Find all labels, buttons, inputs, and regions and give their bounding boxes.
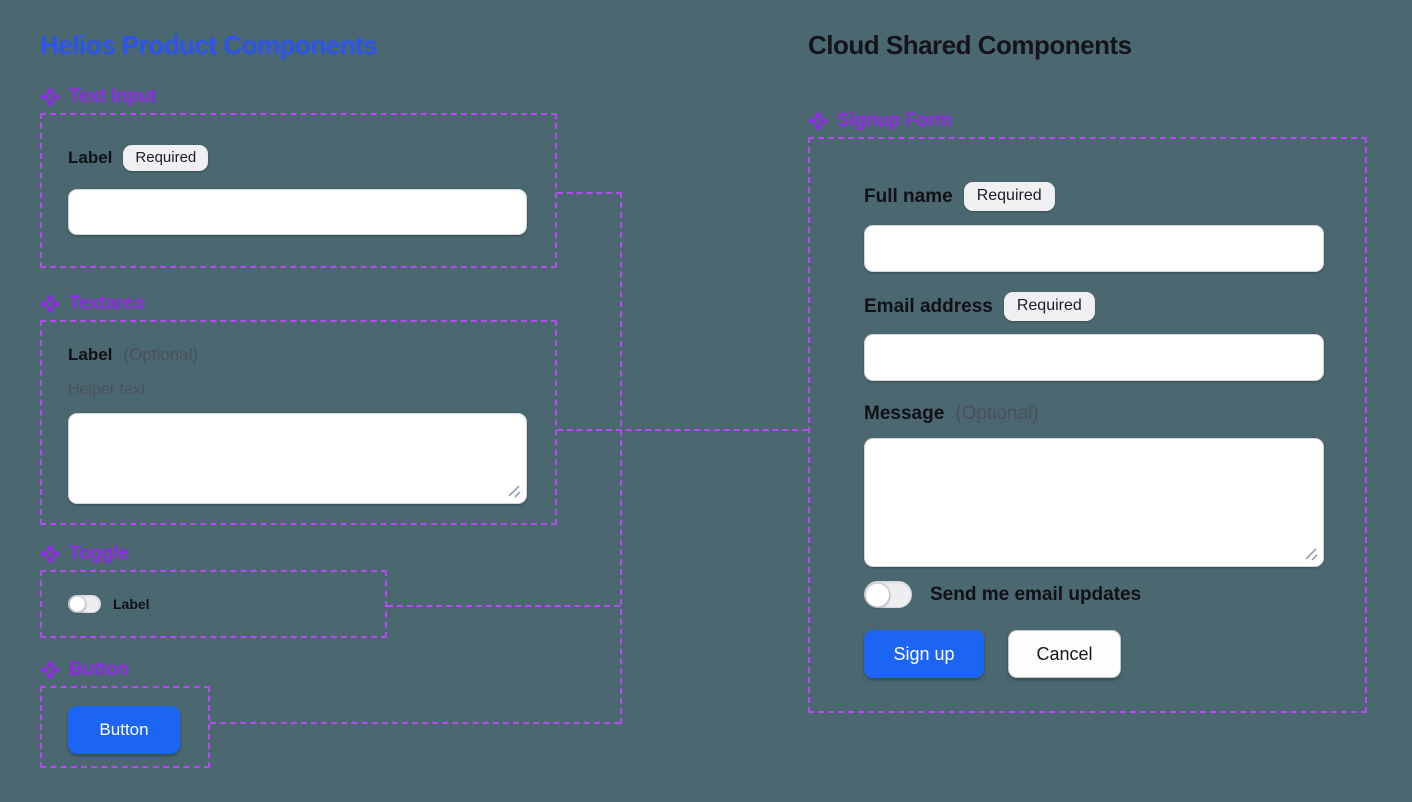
- component-header-label: Textarea: [69, 293, 145, 314]
- optional-hint: (Optional): [123, 345, 199, 364]
- field-label-row: Label Required: [68, 145, 209, 171]
- component-header-label: Button: [69, 659, 129, 680]
- field-label: Label: [68, 345, 113, 364]
- field-label: Label: [68, 148, 113, 167]
- sign-up-button[interactable]: Sign up: [864, 630, 984, 678]
- email-updates-label: Send me email updates: [930, 583, 1142, 605]
- right-page-title: Cloud Shared Components: [808, 30, 1132, 60]
- component-header-label: Signup Form: [837, 110, 952, 131]
- helper-text: Helper text: [68, 381, 146, 398]
- message-label: Message: [864, 403, 945, 424]
- component-header-signup-form: Signup Form: [808, 110, 952, 132]
- resize-grip-icon[interactable]: [507, 484, 522, 499]
- message-textarea[interactable]: [864, 438, 1324, 567]
- component-header-button: Button: [40, 659, 129, 681]
- email-updates-toggle[interactable]: [864, 581, 912, 608]
- component-header-textarea: Textarea: [40, 293, 144, 315]
- full-name-label: Full name: [864, 185, 953, 207]
- email-label-row: Email address Required: [864, 292, 1095, 321]
- cancel-button[interactable]: Cancel: [1008, 630, 1121, 678]
- toggle-label: Label: [113, 596, 150, 612]
- left-page-title: Helios Product Components: [40, 30, 378, 60]
- component-icon: [40, 87, 60, 107]
- message-label-row: Message (Optional): [864, 403, 1039, 425]
- textarea-component-frame: Label (Optional) Helper text: [40, 320, 557, 525]
- full-name-label-row: Full name Required: [864, 182, 1055, 211]
- component-icon: [808, 111, 828, 131]
- field-label-row: Label (Optional): [68, 345, 198, 365]
- component-header-label: Toggle: [69, 543, 129, 564]
- resize-grip-icon[interactable]: [1304, 547, 1319, 562]
- component-header-text-input: Text Input: [40, 86, 157, 108]
- text-input-component-frame: Label Required: [40, 113, 557, 268]
- component-icon: [40, 294, 60, 314]
- required-badge: Required: [123, 145, 209, 171]
- toggle-switch[interactable]: [68, 595, 101, 613]
- connector-button: [210, 722, 620, 724]
- toggle-component-frame: Label: [40, 570, 387, 638]
- connector-textarea-to-form: [557, 429, 808, 431]
- connector-text-input: [557, 192, 622, 194]
- connector-toggle: [387, 605, 620, 607]
- email-label: Email address: [864, 295, 993, 317]
- email-input[interactable]: [864, 334, 1324, 381]
- text-input-field[interactable]: [68, 189, 527, 235]
- required-badge: Required: [1003, 292, 1095, 321]
- textarea-field[interactable]: [68, 413, 527, 504]
- full-name-input[interactable]: [864, 225, 1324, 272]
- toggle-knob[interactable]: [69, 595, 86, 613]
- connector-bus: [620, 192, 622, 724]
- component-header-label: Text Input: [69, 86, 157, 107]
- required-badge: Required: [963, 182, 1055, 211]
- component-header-toggle: Toggle: [40, 543, 129, 565]
- sample-button[interactable]: Button: [68, 706, 180, 754]
- component-icon: [40, 544, 60, 564]
- signup-form-frame: Full name Required Email address Require…: [808, 137, 1367, 713]
- component-icon: [40, 660, 60, 680]
- toggle-knob[interactable]: [865, 582, 890, 607]
- optional-hint: (Optional): [955, 403, 1039, 424]
- button-component-frame: Button: [40, 686, 210, 768]
